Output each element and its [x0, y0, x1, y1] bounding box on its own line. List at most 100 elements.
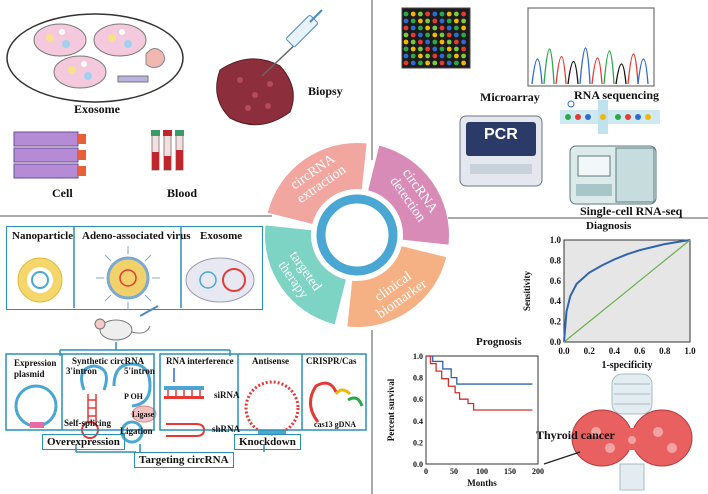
microarray-dot — [446, 25, 452, 31]
expression-plasmid-label: Expression plasmid — [14, 358, 56, 380]
tissue-piece — [145, 48, 166, 69]
roc-x-tick: 0.0 — [558, 346, 570, 356]
thyroid-pointer — [543, 451, 581, 465]
microarray-dot — [461, 11, 466, 17]
microarray-dot — [461, 18, 466, 24]
microarray-dot — [418, 11, 423, 17]
microarray-dot — [439, 53, 445, 59]
microarray-dot — [432, 32, 438, 38]
microarray-dot — [439, 25, 445, 31]
km-x-tick: 150 — [504, 467, 516, 476]
exosome-vesicles — [33, 23, 147, 89]
microarray-dot — [461, 60, 466, 66]
microarray-dot — [403, 53, 409, 59]
center-ring — [316, 194, 398, 276]
ligation-label: Ligation — [120, 426, 153, 436]
scseq-machine-icon — [569, 145, 657, 205]
microarray-dot — [454, 46, 459, 52]
knockdown-title: Knockdown — [234, 434, 301, 450]
roc-x-tick: 0.6 — [634, 346, 646, 356]
km-y-tick: 0.6 — [413, 395, 423, 404]
km-xlabel: Months — [467, 478, 497, 488]
delivery-nanoparticle-label: Nanoparticle — [12, 230, 74, 242]
microarray-dot — [454, 11, 459, 17]
microarray-dot — [432, 25, 438, 31]
microarray-dots — [403, 11, 466, 66]
microarray-dot — [432, 39, 438, 45]
microarray-dot — [410, 39, 416, 45]
diagnosis-chart: 0.00.00.20.20.40.40.60.60.80.81.01.0 Sen… — [522, 235, 696, 371]
microarray-dot — [432, 53, 438, 59]
microarray-dot — [446, 18, 452, 24]
microarray-dot — [454, 39, 459, 45]
microarray-dot — [410, 53, 416, 59]
microarray-dot — [418, 60, 423, 66]
wheel-segments — [265, 143, 449, 327]
synthetic-circrna-icon — [80, 362, 157, 444]
km-y-tick: 0.4 — [413, 417, 423, 426]
biopsy-tissue — [216, 58, 294, 126]
microarray-dot — [410, 11, 416, 17]
wheel-segment — [347, 246, 447, 327]
crispr-icon — [309, 381, 364, 423]
microarray-dot — [432, 18, 438, 24]
expression-plasmid-line2: plasmid — [14, 369, 45, 379]
prognosis-title: Prognosis — [476, 336, 522, 348]
km-x-tick: 200 — [532, 467, 544, 476]
km-x-tick: 100 — [476, 467, 488, 476]
microarray-dot — [425, 60, 430, 66]
blood-label: Blood — [167, 186, 198, 200]
thyroid-label: Thyroid cancer — [536, 428, 615, 442]
delivery-box — [6, 226, 263, 310]
aav-icon — [96, 246, 160, 310]
microarray-dot — [425, 46, 430, 52]
cell-flask-icon — [13, 131, 86, 179]
blood-tube-icon — [151, 130, 184, 171]
microarray-dot — [425, 25, 430, 31]
microarray-dot — [439, 11, 445, 17]
microarray-dot — [418, 53, 423, 59]
microarray-dot — [403, 32, 409, 38]
pcr-machine-icon — [459, 115, 543, 187]
microarray-dot — [454, 25, 459, 31]
microarray-dot — [432, 46, 438, 52]
km-x-tick: 50 — [450, 467, 458, 476]
microarray-dot — [454, 60, 459, 66]
cas13-label: cas13 gDNA — [314, 420, 356, 429]
extraction-illustrations — [6, 9, 323, 179]
diagnosis-title: Diagnosis — [586, 220, 632, 232]
sirna-label: siRNA — [214, 390, 240, 400]
cell-label: Cell — [52, 186, 73, 200]
detection-illustrations — [401, 7, 660, 205]
microarray-dot — [403, 39, 409, 45]
microarray-dot — [461, 39, 466, 45]
poh-label: P OH — [124, 392, 143, 401]
km-ylabel: Percent survival — [386, 378, 396, 441]
microarray-dot — [403, 60, 409, 66]
microarray-dot — [425, 32, 430, 38]
roc-y-tick: 0.8 — [550, 255, 562, 265]
intron5-label: 5'intron — [124, 366, 155, 376]
microarray-dot — [461, 53, 466, 59]
mouse-icon — [94, 305, 159, 341]
microarray-dot — [403, 46, 409, 52]
self-splicing-label: Self-splicing — [64, 418, 112, 428]
roc-x-tick: 0.8 — [659, 346, 671, 356]
shrna-label: shRNA — [212, 424, 241, 434]
roc-y-tick: 0.6 — [550, 276, 562, 286]
microarray-dot — [454, 18, 459, 24]
synthetic-label: Synthetic circRNA — [72, 356, 145, 366]
microarray-dot — [432, 11, 438, 17]
microarray-dot — [439, 18, 445, 24]
microarray-dot — [461, 32, 466, 38]
targeting-title: Targeting circRNA — [134, 452, 234, 468]
roc-x-tick: 0.2 — [584, 346, 596, 356]
roc-x-tick: 0.4 — [609, 346, 621, 356]
microarray-dot — [410, 46, 416, 52]
therapy-subbox-borders — [5, 353, 367, 431]
km-series-line — [426, 355, 533, 385]
km-y-tick: 0.2 — [413, 438, 423, 447]
roc-ticks: 0.00.00.20.20.40.40.60.60.80.81.01.0 — [550, 235, 696, 356]
